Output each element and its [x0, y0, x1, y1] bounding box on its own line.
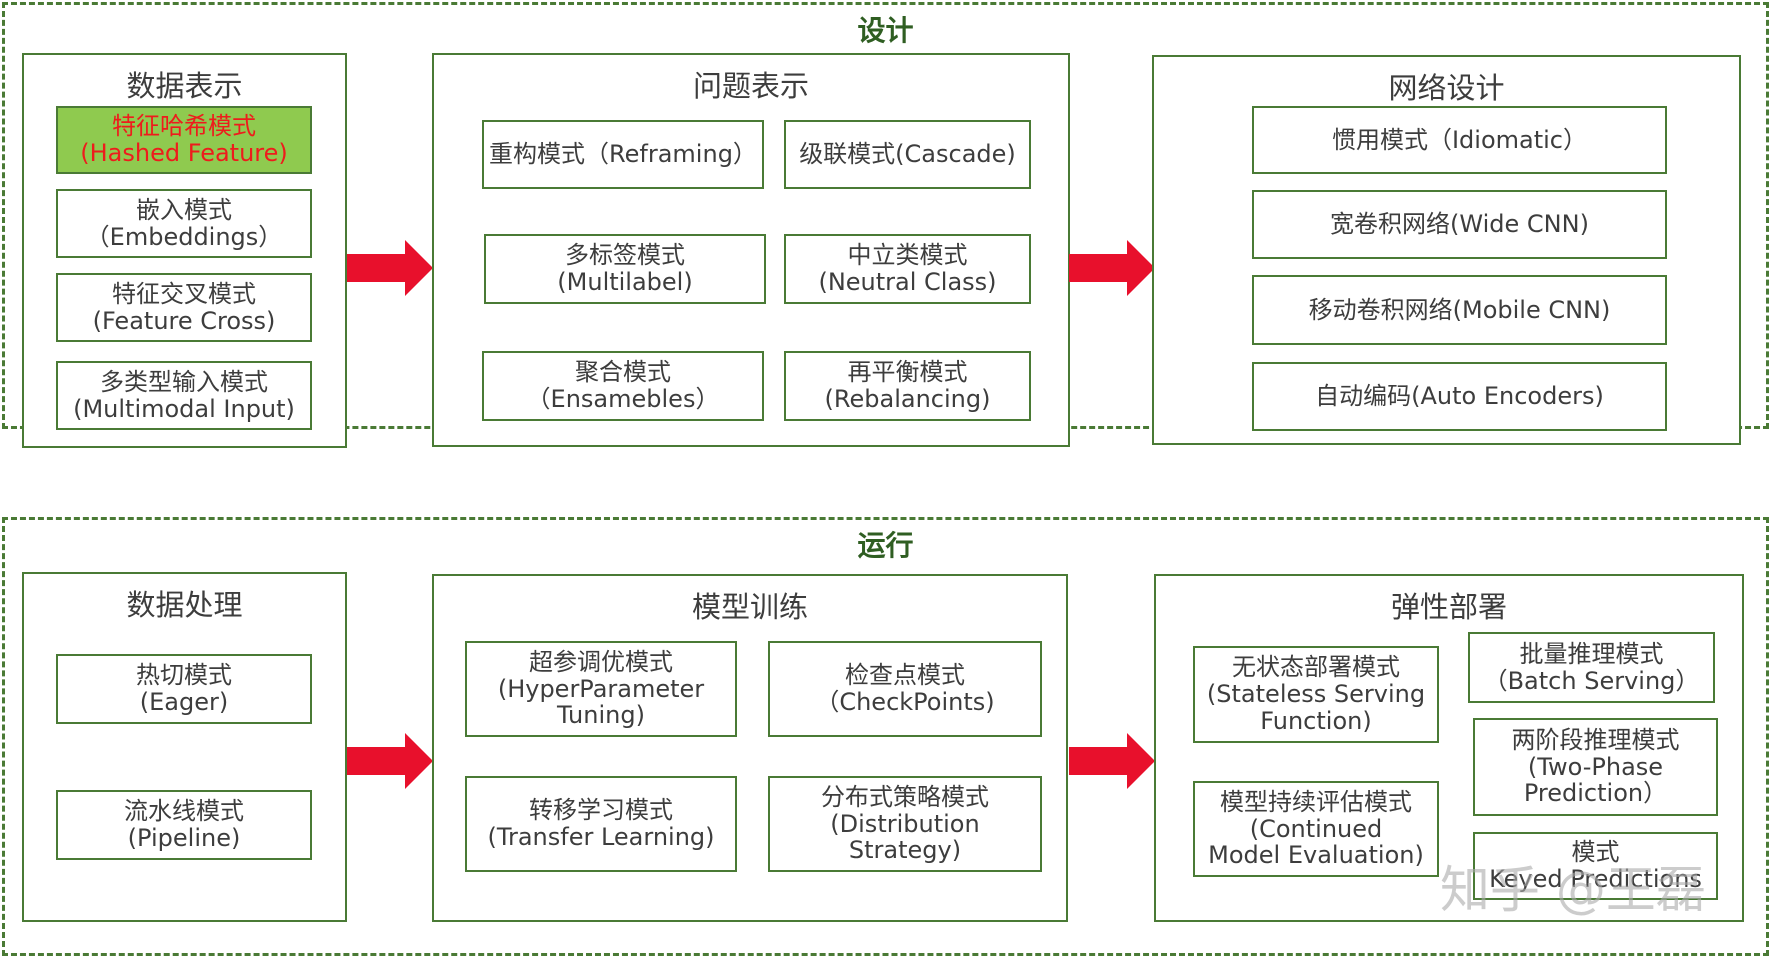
panel-title: 模型训练 — [691, 590, 808, 624]
panel-title: 问题表示 — [692, 69, 809, 103]
pattern-wide-cnn: 宽卷积网络(Wide CNN) — [1252, 190, 1667, 259]
flow-arrow — [347, 733, 433, 789]
pattern-ensembles: 聚合模式 （Ensamebles） — [482, 351, 764, 421]
pattern-neutral-class: 中立类模式 (Neutral Class) — [784, 234, 1031, 304]
pattern-idiomatic: 惯用模式（Idiomatic） — [1252, 106, 1667, 174]
pattern-feature-cross: 特征交叉模式 (Feature Cross) — [56, 273, 312, 342]
flow-arrow — [1069, 733, 1155, 789]
pattern-batch-serving: 批量推理模式 （Batch Serving） — [1468, 632, 1715, 703]
panel-title: 弹性部署 — [1390, 590, 1507, 624]
pattern-continued-model-evaluation: 模型持续评估模式 (Continued Model Evaluation) — [1193, 781, 1439, 877]
flow-arrow — [347, 240, 433, 296]
pattern-stateless-serving: 无状态部署模式 (Stateless Serving Function) — [1193, 646, 1439, 743]
pattern-eager: 热切模式 (Eager) — [56, 654, 312, 724]
pattern-mobile-cnn: 移动卷积网络(Mobile CNN) — [1252, 275, 1667, 345]
pattern-transfer-learning: 转移学习模式 (Transfer Learning) — [465, 776, 737, 872]
data-processing-panel: 数据处理 — [22, 572, 347, 922]
pattern-rebalancing: 再平衡模式 (Rebalancing) — [784, 351, 1031, 421]
pattern-pipeline: 流水线模式 (Pipeline) — [56, 790, 312, 860]
pattern-hashed-feature: 特征哈希模式 (Hashed Feature) — [56, 106, 312, 174]
panel-title: 数据表示 — [126, 69, 243, 103]
pattern-keyed-predictions: 模式 Keyed Predictions — [1473, 832, 1718, 900]
flow-arrow — [1069, 240, 1155, 296]
pattern-distribution-strategy: 分布式策略模式 (Distribution Strategy) — [768, 776, 1042, 872]
pattern-two-phase-prediction: 两阶段推理模式 (Two-Phase Prediction） — [1473, 718, 1718, 816]
operation-section-title: 运行 — [857, 529, 914, 562]
pattern-multilabel: 多标签模式 (Multilabel) — [484, 234, 766, 304]
pattern-embeddings: 嵌入模式 （Embeddings） — [56, 189, 312, 258]
panel-title: 数据处理 — [126, 588, 243, 622]
pattern-auto-encoders: 自动编码(Auto Encoders) — [1252, 362, 1667, 431]
pattern-hyperparameter-tuning: 超参调优模式 (HyperParameter Tuning) — [465, 641, 737, 737]
pattern-checkpoints: 检查点模式 （CheckPoints) — [768, 641, 1042, 737]
design-section-title: 设计 — [857, 14, 914, 47]
pattern-multimodal-input: 多类型输入模式 (Multimodal Input) — [56, 361, 312, 430]
panel-title: 网络设计 — [1388, 71, 1505, 105]
pattern-reframing: 重构模式（Reframing） — [482, 120, 764, 189]
operation-section: 运行 — [2, 517, 1769, 956]
pattern-cascade: 级联模式(Cascade) — [784, 120, 1031, 189]
